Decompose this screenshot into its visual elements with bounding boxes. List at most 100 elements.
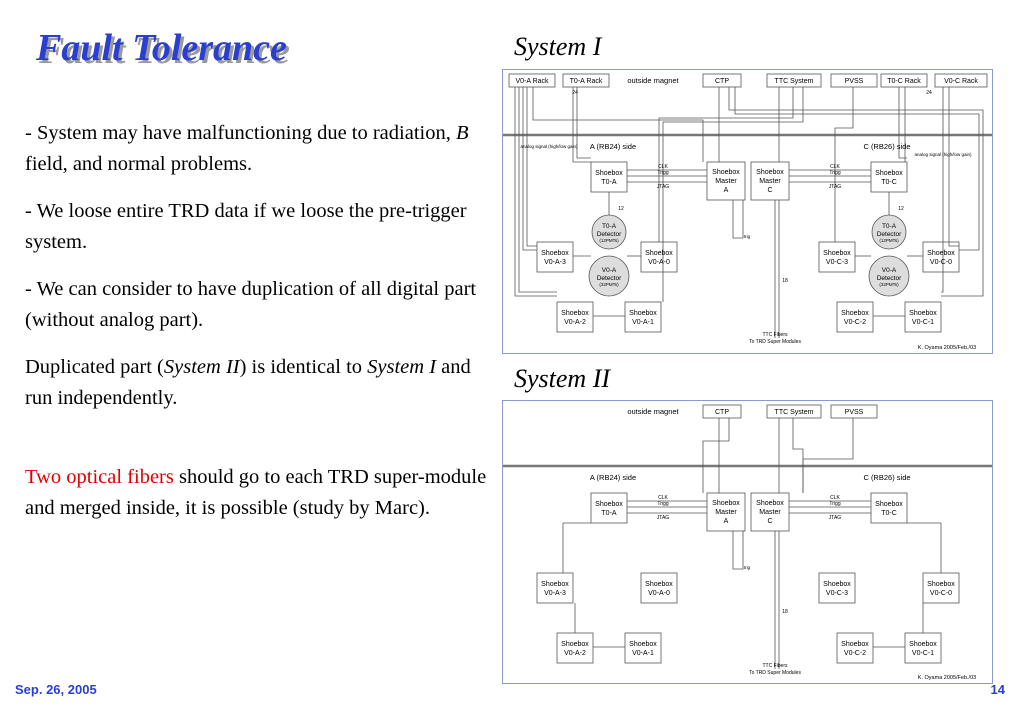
label-shoebox: Shoebox bbox=[561, 641, 589, 648]
label-shoebox: Shoebox bbox=[541, 581, 569, 588]
text-run-italic: System I bbox=[367, 356, 437, 378]
label-18: 18 bbox=[782, 609, 788, 615]
label-v0a-det: V0-A bbox=[602, 267, 617, 274]
label-pvss: PVSS bbox=[845, 78, 864, 85]
label-v0c-det: V0-A bbox=[882, 267, 897, 274]
label-v0a3: V0-A-3 bbox=[544, 590, 566, 597]
label-v0c-rack: V0-C Rack bbox=[944, 78, 978, 85]
label-12: 12 bbox=[618, 206, 624, 212]
duplicated-part-note: Duplicated part (System II) is identical… bbox=[25, 352, 495, 414]
label-side-a: A (RB24) side bbox=[590, 473, 636, 482]
label-shoebox: Shoebox bbox=[561, 310, 589, 317]
label-v0a-rack: V0-A Rack bbox=[515, 78, 549, 85]
label-master: Master bbox=[715, 178, 737, 185]
text-run: and run independently. bbox=[25, 356, 471, 409]
system-ii-label: System II bbox=[514, 364, 611, 393]
bullet-duplication: - We can consider to have duplication of… bbox=[25, 278, 477, 331]
text-run: should go to each TRD super-module and m… bbox=[25, 466, 487, 519]
label-pmts: (12PMTs) bbox=[879, 238, 899, 243]
label-t0a-rack: T0-A Rack bbox=[570, 78, 603, 85]
label-outside-magnet: outside magnet bbox=[627, 76, 679, 85]
slide-title: Fault Tolerance bbox=[36, 27, 287, 69]
label-clk: CLK bbox=[830, 495, 840, 501]
label-trigg: Trigg bbox=[657, 501, 668, 507]
text-run: ) is identical to bbox=[239, 356, 368, 378]
label-trigg: Trigg bbox=[657, 170, 668, 176]
label-v0a0: V0-A-0 bbox=[648, 590, 670, 597]
label-t0a: T0-A bbox=[601, 510, 617, 517]
label-credit: K. Oyama 2005/Feb./03 bbox=[918, 675, 976, 681]
label-t0a: T0-A bbox=[601, 179, 617, 186]
label-ttc-system: TTC System bbox=[775, 78, 814, 85]
label-shoebox: Shoebox bbox=[629, 310, 657, 317]
label-shoebox: Shoebox bbox=[927, 581, 955, 588]
bullet-radiation: - System may have malfunctioning due to … bbox=[25, 118, 495, 180]
page-number: 14 bbox=[990, 682, 1005, 697]
label-v0c2: V0-C-2 bbox=[844, 650, 866, 657]
label-shoebox: Shoebox bbox=[595, 170, 623, 177]
label-clk: CLK bbox=[658, 495, 668, 501]
label-t0c: T0-C bbox=[881, 510, 897, 517]
box-ttc-system bbox=[766, 73, 822, 88]
label-shoebox: Shoebox bbox=[541, 250, 569, 257]
label-v0c3: V0-C-3 bbox=[826, 259, 848, 266]
label-v0a2: V0-A-2 bbox=[564, 650, 586, 657]
label-t0c-rack: T0-C Rack bbox=[887, 78, 921, 85]
label-t0a-det: T0-A bbox=[602, 223, 617, 230]
label-shoebox: Shoebox bbox=[823, 581, 851, 588]
box-v0c-rack bbox=[934, 73, 988, 88]
label-v0a0: V0-A-0 bbox=[648, 259, 670, 266]
label-shoebox: Shoebox bbox=[875, 170, 903, 177]
box-t0a-rack bbox=[562, 73, 610, 88]
label-detector: Detector bbox=[877, 231, 902, 238]
text-run: Duplicated part ( bbox=[25, 356, 164, 378]
label-shoebox: Shoebox bbox=[645, 581, 673, 588]
label-t0c-det: T0-A bbox=[882, 223, 897, 230]
label-side-c: C (RB26) side bbox=[863, 473, 910, 482]
label-trigg: Trigg bbox=[829, 501, 840, 507]
highlight-red: Two optical fibers bbox=[25, 466, 174, 488]
label-detector: Detector bbox=[597, 275, 622, 282]
label-v0a1: V0-A-1 bbox=[632, 650, 654, 657]
label-24: 24 bbox=[572, 90, 578, 96]
box-ctp bbox=[702, 73, 742, 88]
label-18: 18 bbox=[782, 278, 788, 284]
label-jtag: JTAG bbox=[657, 515, 670, 521]
footer-date: Sep. 26, 2005 bbox=[15, 682, 97, 697]
label-shoebox: Shoebox bbox=[629, 641, 657, 648]
label-a: A bbox=[724, 187, 729, 194]
label-pmts: (32PMTs) bbox=[879, 282, 899, 287]
label-shoebox: Shoebox bbox=[756, 169, 784, 176]
label-side-a: A (RB24) side bbox=[590, 142, 636, 151]
box-v0a-rack bbox=[508, 73, 556, 88]
label-analog-a: analog signal (high/low gain) bbox=[520, 144, 578, 149]
system-i-label: System I bbox=[514, 32, 602, 61]
label-v0c1: V0-C-1 bbox=[912, 650, 934, 657]
label-v0c1: V0-C-1 bbox=[912, 319, 934, 326]
label-v0a2: V0-A-2 bbox=[564, 319, 586, 326]
label-clk: CLK bbox=[830, 164, 840, 170]
label-jtag: JTAG bbox=[829, 515, 842, 521]
label-ctp: CTP bbox=[715, 78, 729, 85]
label-shoebox: Shoebox bbox=[927, 250, 955, 257]
label-shoebox: Shoebox bbox=[909, 310, 937, 317]
label-c: C bbox=[767, 518, 772, 525]
bullet-pretrigger: - We loose entire TRD data if we loose t… bbox=[25, 200, 467, 253]
label-v0a3: V0-A-3 bbox=[544, 259, 566, 266]
label-shoebox: Shoebox bbox=[841, 641, 869, 648]
label-c: C bbox=[767, 187, 772, 194]
label-shoebox: Shoebox bbox=[712, 500, 740, 507]
optical-fibers-note: Two optical fibers should go to each TRD… bbox=[25, 462, 495, 524]
system-ii-diagram: outside magnet CTP TTC System PVSS A (RB… bbox=[502, 400, 993, 684]
label-shoebox: Shoebox bbox=[712, 169, 740, 176]
label-ttc-fibers-dest: To TRD Super Modules bbox=[749, 339, 801, 345]
label-shoebox: Shoebox bbox=[645, 250, 673, 257]
box-t0c-rack bbox=[880, 73, 928, 88]
label-shoebox: Shoebox bbox=[756, 500, 784, 507]
bullet-italic-b: B bbox=[455, 122, 469, 144]
label-jtag: JTAG bbox=[657, 184, 670, 190]
label-pmts: (32PMTs) bbox=[599, 282, 619, 287]
label-shoebox: Shoebox bbox=[909, 641, 937, 648]
label-credit: K. Oyama 2005/Feb./03 bbox=[918, 345, 976, 351]
label-v0c2: V0-C-2 bbox=[844, 319, 866, 326]
